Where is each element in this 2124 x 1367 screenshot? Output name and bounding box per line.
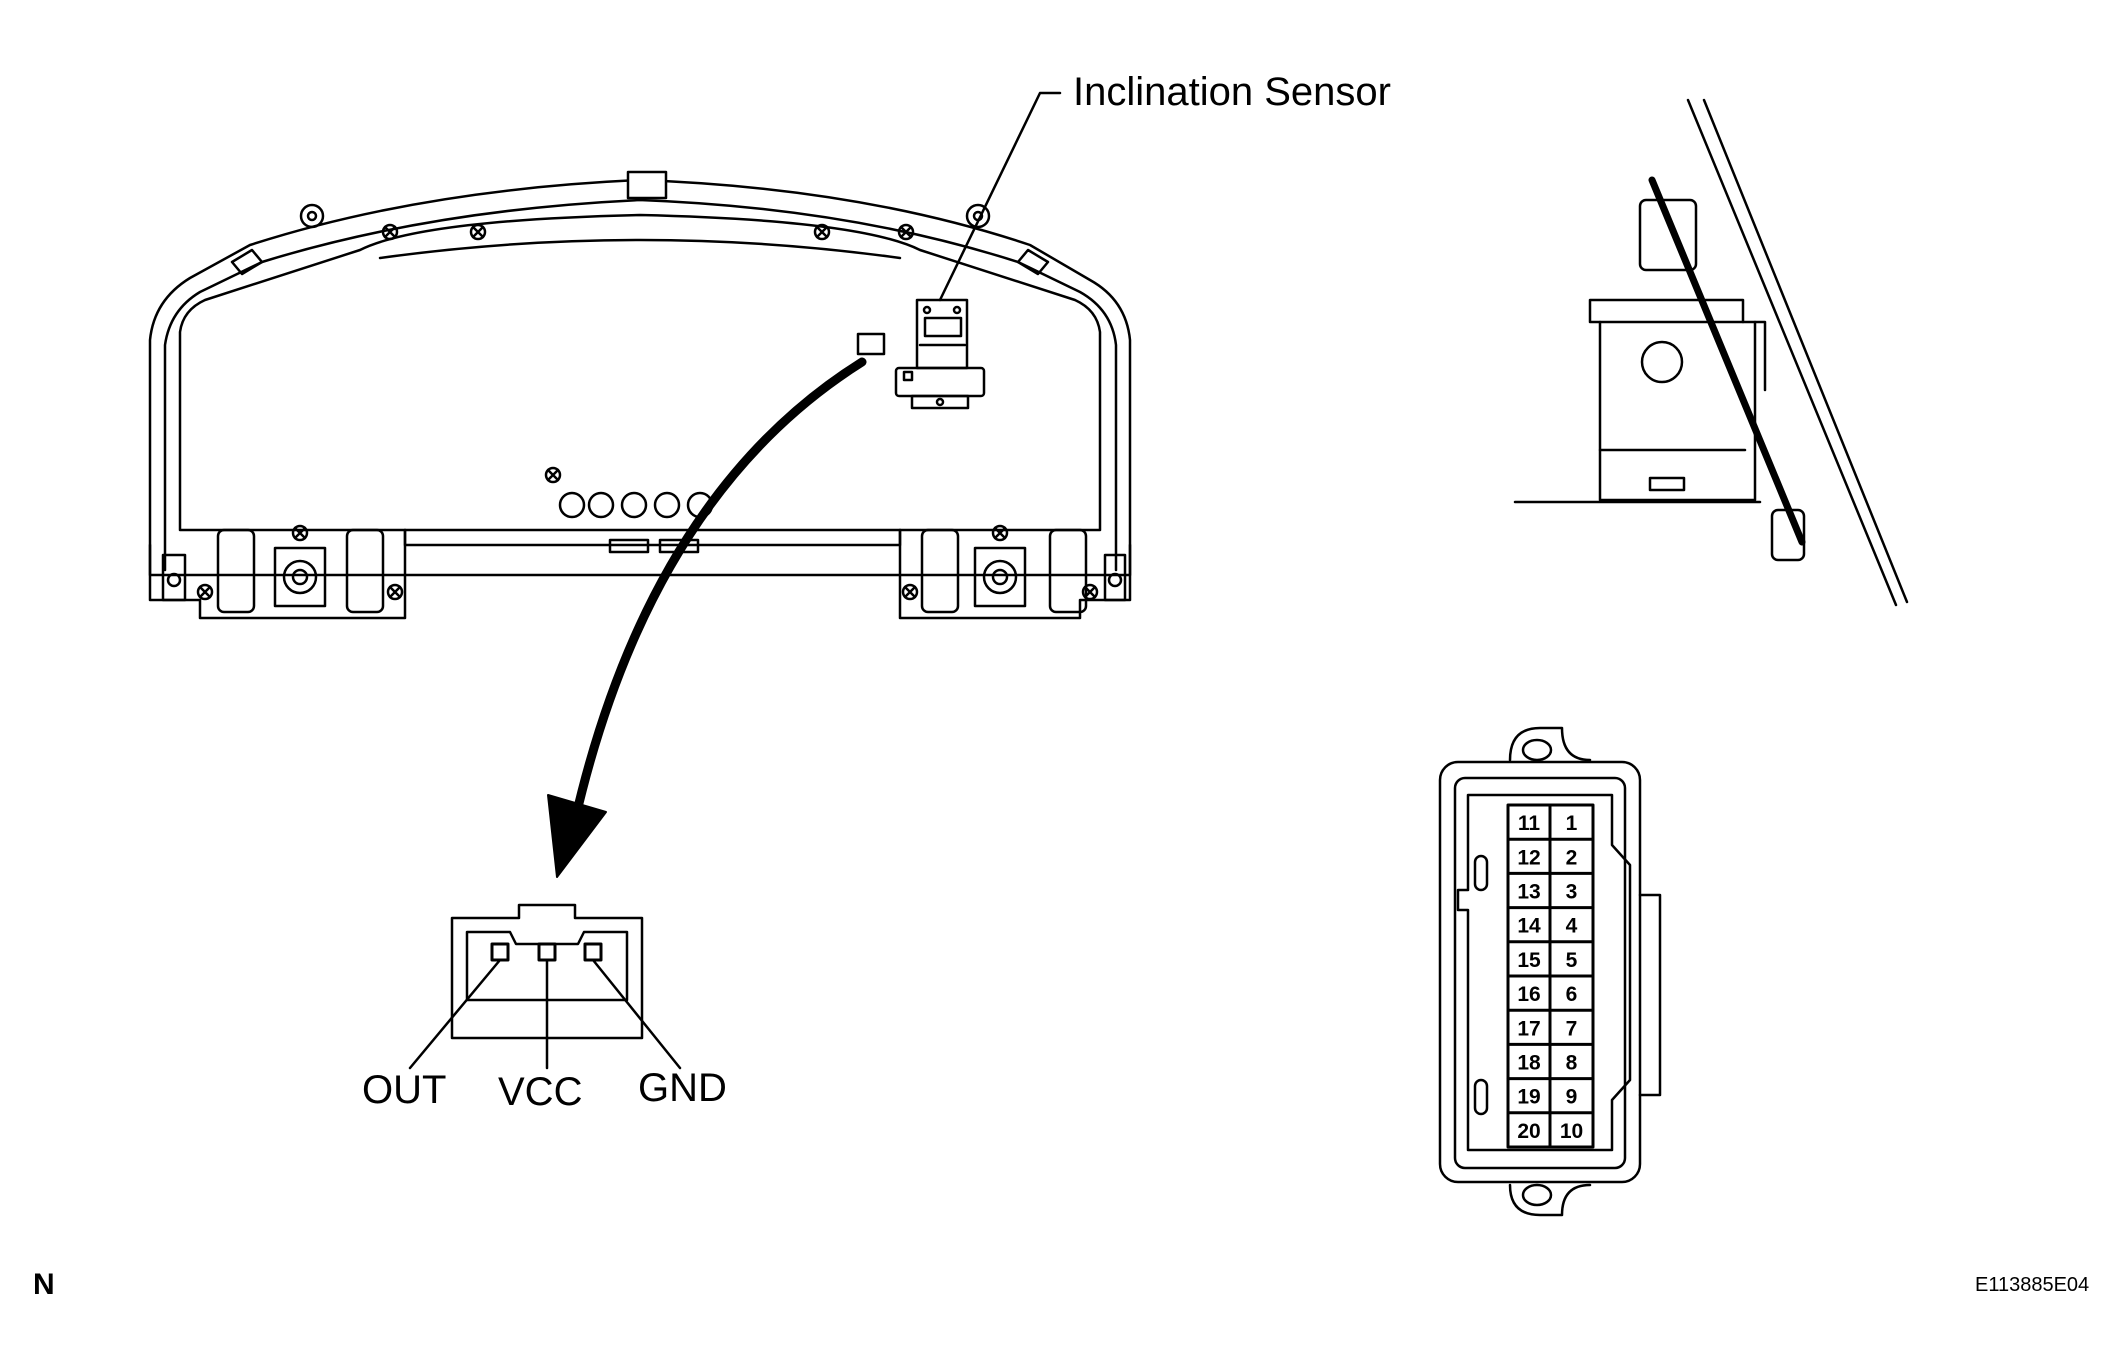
sensor-connector: [408, 903, 682, 1070]
inclination-sensor: [894, 298, 986, 410]
connector-terminal-number: 7: [1566, 1017, 1578, 1040]
sensor-side-view: [1513, 98, 1909, 607]
connector-terminal-number: 2: [1566, 846, 1578, 869]
connector-terminal-number: 13: [1517, 881, 1540, 904]
connector-terminal-number: 6: [1566, 983, 1578, 1006]
connector-terminal-number: 15: [1517, 949, 1541, 972]
connector-terminal-number: 1: [1566, 812, 1578, 835]
connector-terminal-number: 10: [1560, 1120, 1583, 1143]
detail-arrow: [547, 357, 867, 878]
connector-terminal-number: 17: [1517, 1017, 1540, 1040]
callout-leader-line: [938, 91, 1062, 302]
connector-terminal-number: 4: [1566, 915, 1578, 938]
connector-terminal-number: 14: [1517, 915, 1541, 938]
meter-screw-row: [381, 223, 915, 241]
pin-label-vcc: VCC: [498, 1070, 583, 1114]
connector-terminal-number: 11: [1518, 812, 1541, 835]
locator-box: [856, 332, 886, 356]
connector-terminal-number: 3: [1566, 881, 1578, 904]
figure-code: E113885E04: [1975, 1274, 2090, 1296]
inclination-sensor-callout: Inclination Sensor: [1073, 70, 1391, 114]
connector-terminal-number: 5: [1566, 949, 1578, 972]
connector-terminal-number: 8: [1566, 1052, 1578, 1075]
pin-label-gnd: GND: [638, 1066, 727, 1110]
connector-terminal-number: 9: [1566, 1086, 1578, 1109]
connector-terminal-number: 20: [1517, 1120, 1540, 1143]
connector-terminal-number: 19: [1517, 1086, 1540, 1109]
pin-label-out: OUT: [362, 1068, 447, 1112]
connector-terminal-number: 12: [1517, 846, 1540, 869]
connector-terminal-number: 18: [1517, 1052, 1541, 1075]
corner-letter: N: [33, 1268, 55, 1301]
connector-terminal-number: 16: [1517, 983, 1540, 1006]
